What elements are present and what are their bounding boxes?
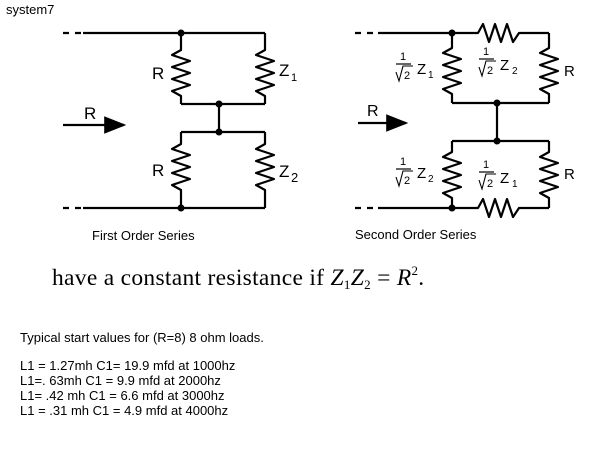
list-item: L1= .42 mh C1 = 6.6 mfd at 3000hz	[20, 388, 225, 403]
svg-text:Z: Z	[417, 165, 426, 182]
impedance-bottom-left	[441, 141, 463, 208]
second-order-labels: R 1 2 Z 1 1 2 Z 2 R 1 2 Z 2	[367, 46, 575, 191]
first-order-circuit	[63, 31, 276, 210]
label-top-right-r: R	[564, 63, 575, 80]
label-r-lower: R	[152, 161, 164, 180]
svg-text:2: 2	[512, 66, 518, 77]
first-order-junctions	[177, 29, 223, 212]
impedance-z2	[254, 132, 276, 208]
label-top-left: 1 2 Z 1	[395, 51, 434, 83]
impedance-z1	[254, 33, 276, 104]
resistor-r-top-series	[378, 22, 549, 44]
list-item: L1 = .31 mh C1 = 4.9 mfd at 4000hz	[20, 403, 229, 418]
svg-text:1: 1	[512, 179, 518, 190]
caption-second-order: Second Order Series	[355, 227, 477, 242]
svg-text:2: 2	[487, 178, 493, 190]
label-bottom-right-r: R	[564, 166, 575, 183]
label-z2: Z	[279, 162, 289, 181]
svg-text:Z: Z	[500, 170, 509, 187]
header-title: system7	[6, 2, 55, 17]
crossover-schematics: R R Z 1 R Z 2 R	[63, 22, 575, 219]
label-z2-sub: 2	[291, 170, 298, 185]
second-order-junctions	[448, 29, 501, 212]
resistor-r-bottom-series	[378, 197, 549, 219]
svg-text:2: 2	[404, 175, 410, 187]
equation-z2: Z	[350, 265, 365, 291]
svg-text:Z: Z	[417, 61, 426, 78]
svg-text:1: 1	[483, 159, 489, 171]
resistor-r-top-shunt	[538, 33, 560, 103]
equation-equals: =	[377, 265, 391, 291]
svg-text:1: 1	[400, 156, 406, 168]
junction-dot	[215, 100, 223, 108]
svg-text:1: 1	[428, 70, 434, 81]
resistor-r-bottom-shunt	[538, 141, 560, 208]
label-bottom-mid: 1 2 Z 1	[478, 159, 518, 191]
svg-text:2: 2	[428, 174, 434, 185]
equation-sub1: 1	[343, 277, 351, 292]
equation-exp: 2	[411, 263, 419, 278]
junction-dot	[215, 128, 223, 136]
arrow-label: R	[367, 103, 379, 120]
label-top-mid: 1 2 Z 2	[478, 46, 518, 78]
first-order-labels: R R Z 1 R Z 2	[84, 61, 298, 185]
list-item: L1=. 63mh C1 = 9.9 mfd at 2000hz	[20, 373, 221, 388]
caption-first-order: First Order Series	[92, 228, 195, 243]
arrow-label: R	[84, 104, 96, 123]
svg-text:Z: Z	[500, 57, 509, 74]
resistor-r-upper	[170, 33, 192, 104]
label-r-upper: R	[152, 64, 164, 83]
svg-text:2: 2	[487, 65, 493, 77]
equation-z1: Z	[330, 265, 344, 291]
label-z1-sub: 1	[291, 72, 297, 84]
junction-dot	[177, 29, 185, 37]
component-values-list: L1 = 1.27mh C1= 19.9 mfd at 1000hz L1=. …	[20, 358, 235, 418]
svg-text:2: 2	[404, 70, 410, 82]
svg-text:1: 1	[483, 46, 489, 58]
svg-text:1: 1	[400, 51, 406, 63]
label-bottom-left: 1 2 Z 2	[395, 156, 434, 188]
junction-dot	[177, 204, 185, 212]
impedance-top-left	[441, 33, 463, 103]
constant-resistance-equation: have a constant resistance if Z1Z2 = R2.	[52, 263, 424, 293]
equation-period: .	[418, 265, 425, 291]
resistor-r-lower	[170, 132, 192, 208]
equation-r: R	[396, 265, 412, 291]
second-order-circuit	[355, 22, 560, 219]
label-z1: Z	[279, 61, 289, 80]
equation-text: have a constant resistance if	[52, 265, 325, 291]
equation-sub2: 2	[364, 277, 371, 292]
list-item: L1 = 1.27mh C1= 19.9 mfd at 1000hz	[20, 358, 236, 373]
notes-intro: Typical start values for (R=8) 8 ohm loa…	[20, 330, 264, 345]
